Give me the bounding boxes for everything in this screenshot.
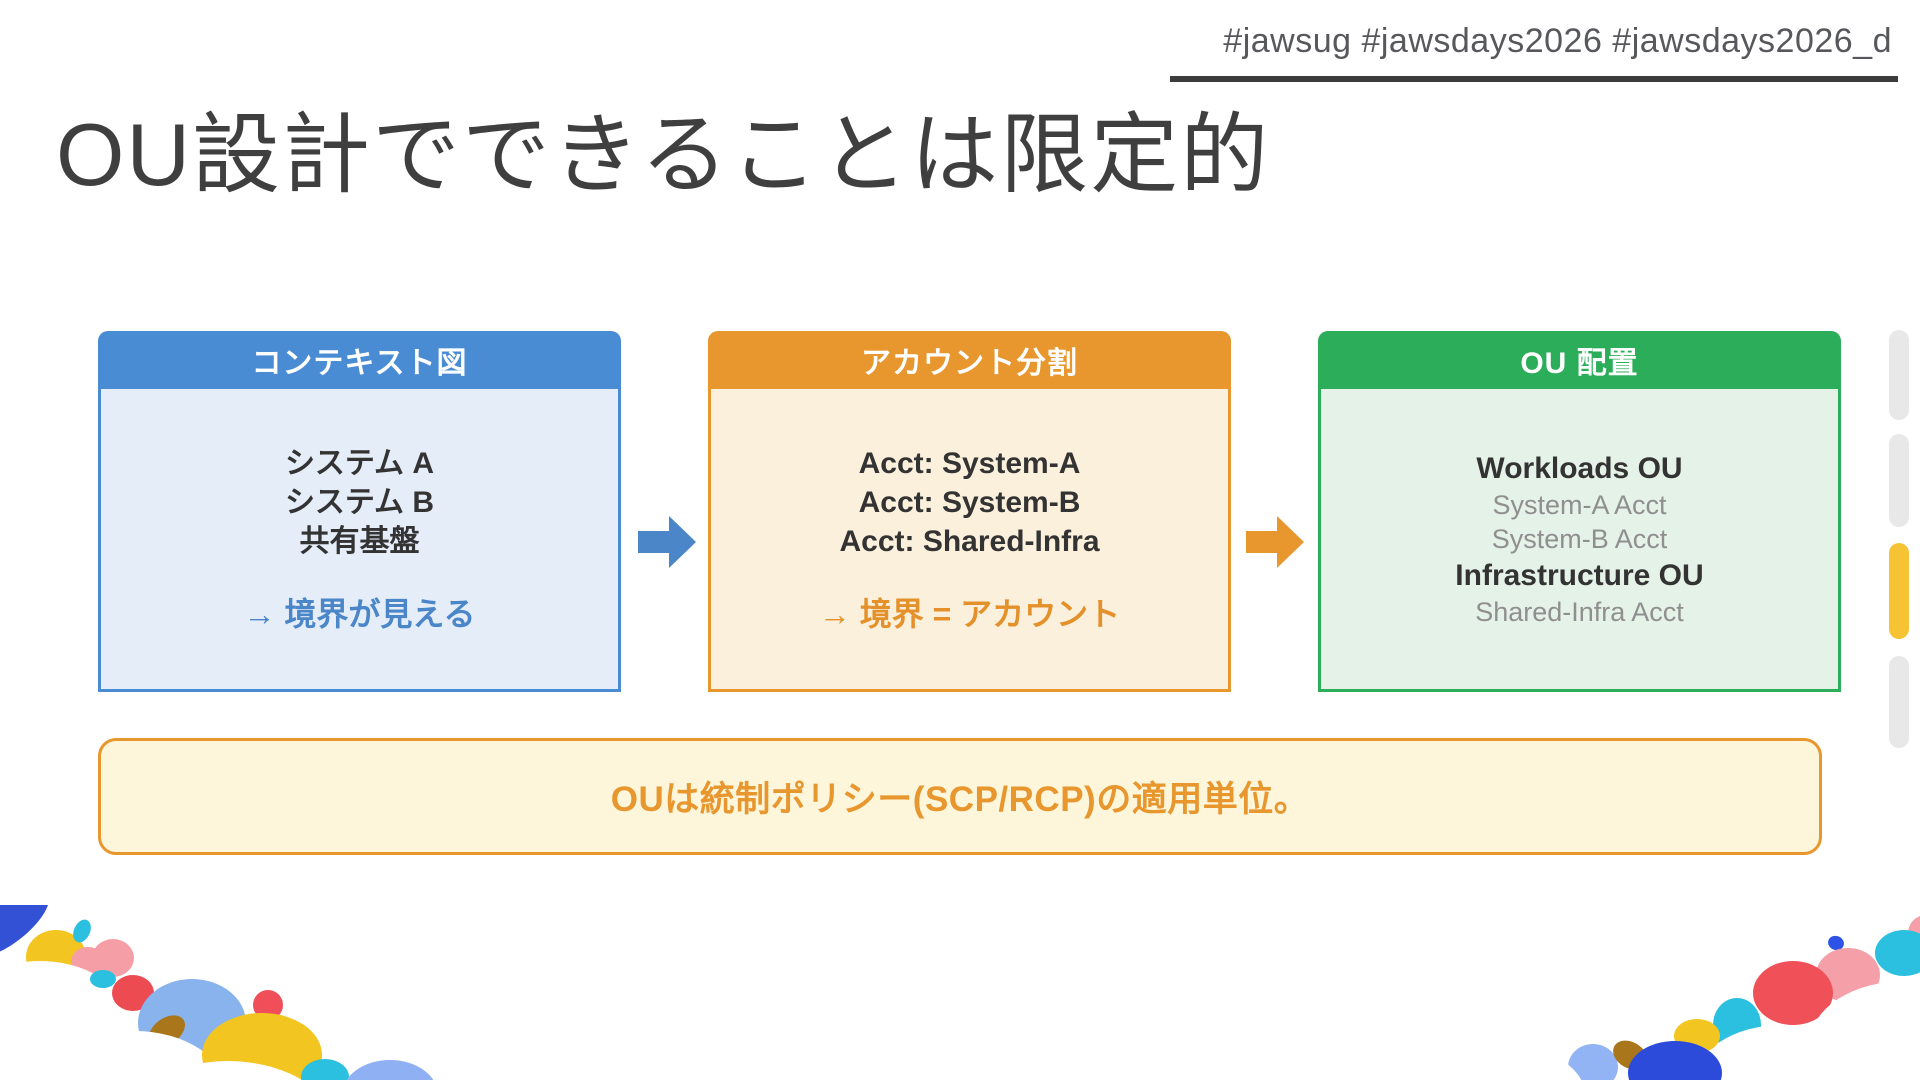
box-line: Acct: System-A xyxy=(858,446,1081,480)
box-line-muted: System-A Acct xyxy=(1492,490,1667,520)
ou-placement-box-header: OU 配置 xyxy=(1318,331,1841,389)
box-note: → 境界が見える xyxy=(243,595,476,632)
context-diagram-box-body: システム A システム B 共有基盤 → 境界が見える xyxy=(98,389,621,692)
bottom-right-decoration xyxy=(1480,916,1920,1080)
box-line: 共有基盤 xyxy=(299,524,420,558)
slide-progress-bar-4 xyxy=(1889,656,1909,748)
slide-progress-bar-active xyxy=(1889,543,1909,639)
flow-arrow-right-blue-icon xyxy=(638,516,696,568)
page-title: OU設計でできることは限定的 xyxy=(56,105,1271,204)
context-diagram-box: コンテキスト図 システム A システム B 共有基盤 → 境界が見える xyxy=(98,331,621,692)
hashtags-underline xyxy=(1170,76,1898,82)
account-split-box-body: Acct: System-A Acct: System-B Acct: Shar… xyxy=(708,389,1231,692)
hashtags-text: #jawsug #jawsdays2026 #jawsdays2026_d xyxy=(1223,22,1892,60)
account-split-box-header: アカウント分割 xyxy=(708,331,1231,389)
account-split-box: アカウント分割 Acct: System-A Acct: System-B Ac… xyxy=(708,331,1231,692)
context-diagram-box-header: コンテキスト図 xyxy=(98,331,621,389)
bottom-left-decoration xyxy=(0,905,434,1080)
slide-progress-bar-1 xyxy=(1889,330,1909,420)
slide-progress-bar-2 xyxy=(1889,434,1909,527)
box-line: Acct: System-B xyxy=(858,485,1081,519)
flow-arrow-right-orange-icon xyxy=(1246,516,1304,568)
key-message-text: OUは統制ポリシー(SCP/RCP)の適用単位。 xyxy=(610,780,1310,819)
box-line: Workloads OU xyxy=(1476,452,1683,485)
box-line: システム B xyxy=(284,485,435,519)
ou-placement-box: OU 配置 Workloads OU System-A Acct System-… xyxy=(1318,331,1841,692)
box-line: システム A xyxy=(284,446,435,480)
key-message-banner: OUは統制ポリシー(SCP/RCP)の適用単位。 xyxy=(98,738,1822,855)
box-line: Infrastructure OU xyxy=(1455,559,1704,592)
box-line-muted: Shared-Infra Acct xyxy=(1475,597,1684,627)
box-line-muted: System-B Acct xyxy=(1491,524,1668,554)
box-line: Acct: Shared-Infra xyxy=(839,524,1100,558)
ou-placement-box-body: Workloads OU System-A Acct System-B Acct… xyxy=(1318,389,1841,692)
box-note: → 境界 = アカウント xyxy=(818,595,1121,632)
